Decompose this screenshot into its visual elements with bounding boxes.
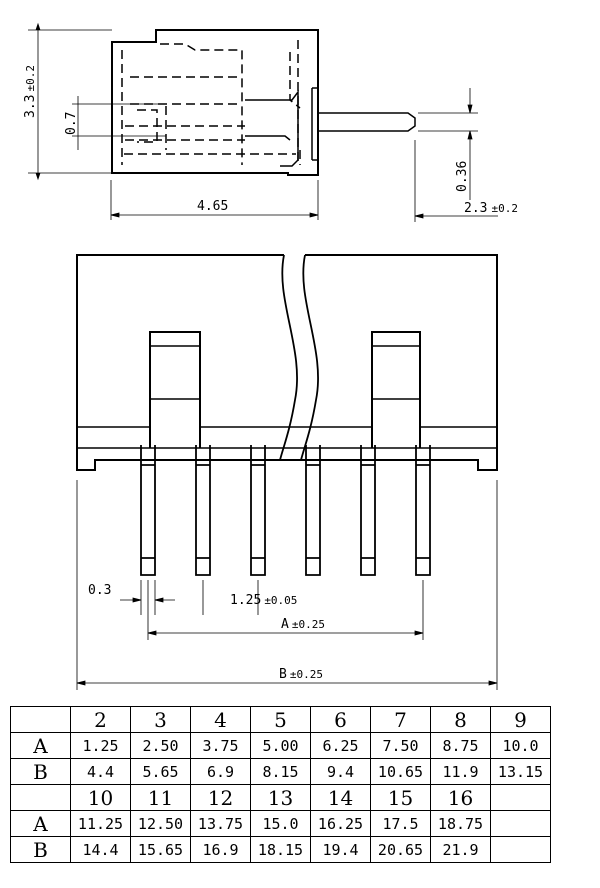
left-latch [149,331,201,448]
front-pins [140,445,431,576]
dimension-table: 2 3 4 5 6 7 8 9 A 1.25 2.50 3.75 5.00 6.… [10,706,551,863]
a-value-cell: 18.75 [430,810,491,837]
offset-dim-label: 0.7 [64,112,79,135]
b-value-cell: 6.9 [190,758,251,785]
a-value-cell: 11.25 [70,810,131,837]
circuit-count-cell: 2 [70,706,131,733]
a-value-cell: 16.25 [310,810,371,837]
a-value-cell [490,810,551,837]
a-value-cell: 7.50 [370,732,431,759]
b-value-cell [490,836,551,863]
row-label-b: B [10,758,71,785]
circuit-count-cell: 12 [190,784,251,811]
b-value-cell: 11.9 [430,758,491,785]
b-value-cell: 13.15 [490,758,551,785]
width-dim-label: 4.65 [197,199,228,214]
a-value-cell: 5.00 [250,732,311,759]
circuit-count-cell: 14 [310,784,371,811]
circuit-count-cell: 7 [370,706,431,733]
hidden-lines [121,40,301,165]
pin-dim-label: 0.36 [455,161,470,192]
b-value-cell: 4.4 [70,758,131,785]
table-header-row: 10 11 12 13 14 15 16 [10,784,551,811]
a-value-cell: 2.50 [130,732,191,759]
a-dim-label: A±0.25 [281,617,325,632]
circuit-count-cell: 3 [130,706,191,733]
b-value-cell: 14.4 [70,836,131,863]
row-label-a: A [10,732,71,759]
housing-outline [111,29,319,176]
table-corner-cell [10,706,71,733]
height-dim-label: 3.3±0.2 [23,65,38,118]
break-line [279,254,319,461]
front-housing-outline [76,254,498,471]
row-label-b: B [10,836,71,863]
b-value-cell: 10.65 [370,758,431,785]
front-view-dimensions [76,480,498,690]
side-view-dimensions [28,22,498,222]
circuit-count-cell: 6 [310,706,371,733]
connector-drawing: 3.3±0.2 0.7 4.65 0.36 2.3±0.2 [23,22,518,690]
pitch-dim-label: 1.25±0.05 [230,593,297,608]
row-label-a: A [10,810,71,837]
circuit-count-cell: 5 [250,706,311,733]
b-value-cell: 5.65 [130,758,191,785]
circuit-count-cell: 16 [430,784,491,811]
b-dim-label: B±0.25 [279,667,323,682]
a-value-cell: 13.75 [190,810,251,837]
a-value-cell: 1.25 [70,732,131,759]
circuit-count-cell: 10 [70,784,131,811]
a-value-cell: 6.25 [310,732,371,759]
b-value-cell: 16.9 [190,836,251,863]
circuit-count-cell: 9 [490,706,551,733]
circuit-count-cell: 13 [250,784,311,811]
circuit-count-cell: 8 [430,706,491,733]
circuit-count-cell: 11 [130,784,191,811]
a-value-cell: 8.75 [430,732,491,759]
b-value-cell: 20.65 [370,836,431,863]
b-value-cell: 8.15 [250,758,311,785]
pin-outline [318,112,416,132]
a-value-cell: 17.5 [370,810,431,837]
b-value-cell: 18.15 [250,836,311,863]
circuit-count-cell [490,784,551,811]
table-row-a: A 1.25 2.50 3.75 5.00 6.25 7.50 8.75 10.… [10,732,551,759]
side-view [28,22,498,222]
b-value-cell: 19.4 [310,836,371,863]
table-row-b: B 14.4 15.65 16.9 18.15 19.4 20.65 21.9 [10,836,551,863]
a-value-cell: 15.0 [250,810,311,837]
b-value-cell: 21.9 [430,836,491,863]
contact-outline [245,89,299,167]
circuit-count-cell: 15 [370,784,431,811]
right-latch [371,331,421,448]
b-value-cell: 15.65 [130,836,191,863]
table-row-a: A 11.25 12.50 13.75 15.0 16.25 17.5 18.7… [10,810,551,837]
table-corner-cell [10,784,71,811]
front-view [76,254,498,690]
circuit-count-cell: 4 [190,706,251,733]
table-row-b: B 4.4 5.65 6.9 8.15 9.4 10.65 11.9 13.15 [10,758,551,785]
b-value-cell: 9.4 [310,758,371,785]
a-value-cell: 3.75 [190,732,251,759]
pin-length-dim-label: 2.3±0.2 [464,201,518,216]
pin-width-dim-label: 0.3 [88,583,111,598]
a-value-cell: 12.50 [130,810,191,837]
table-header-row: 2 3 4 5 6 7 8 9 [10,706,551,733]
a-value-cell: 10.0 [490,732,551,759]
